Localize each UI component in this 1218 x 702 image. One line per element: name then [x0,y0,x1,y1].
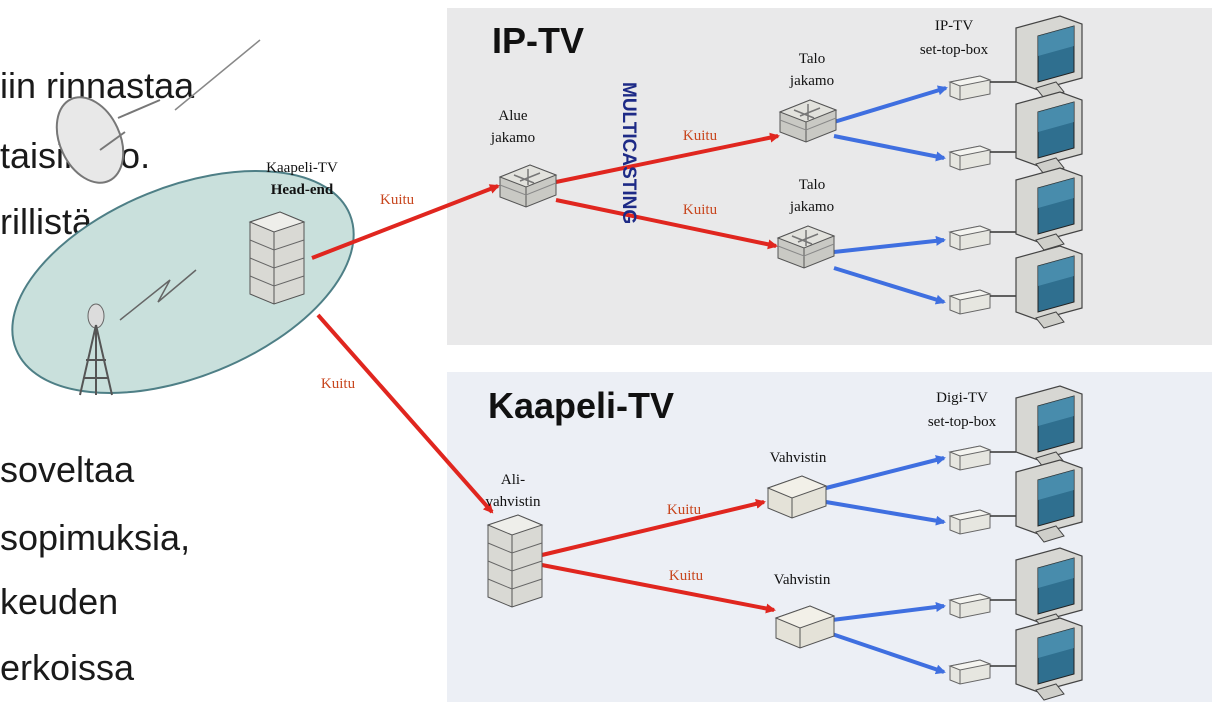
iptv-set-top-box-3-icon [949,225,991,251]
headend-label-line-2: Head-end [271,182,334,198]
kuitu-label-ali-vahvistin1: Kuitu [667,502,702,518]
vahvistin-1-icon [767,475,827,519]
link-alue-talo1 [555,132,780,184]
link-talo2-stb3 [833,235,946,254]
digitv-set-top-box-1-icon [949,445,991,471]
satellite-beam-icon [174,39,261,111]
iptv-set-top-box-1-icon [949,75,991,101]
link-headend-alue [311,184,500,260]
slide-text-line-7: erkoissa [0,647,135,688]
headend-label-line-1: Kaapeli-TV [266,160,338,176]
link-vahvistin1-stb2 [825,500,946,526]
vahvistin-1-label: Vahvistin [770,450,827,466]
ali-vahvistin-icon [487,514,543,608]
digitv-set-top-box-3-icon [949,593,991,619]
digitv-tv-monitor-1-icon [1015,385,1083,469]
iptv-tv-monitor-3-icon [1015,167,1083,251]
radio-tower-icon [79,303,113,396]
iptv-tv-monitor-2-icon [1015,91,1083,175]
talo-jakamo-1-label-line-2: jakamo [789,73,834,89]
iptv-stb-label-line-2: set-top-box [920,42,989,58]
link-alue-talo2 [555,198,778,250]
slide-text-line-1: iin rinnastaa [0,65,195,106]
radio-signal-icon [119,269,197,321]
digitv-set-top-box-2-icon [949,509,991,535]
iptv-tv-monitor-1-icon [1015,15,1083,99]
iptv-tv-monitor-4-icon [1015,245,1083,329]
link-talo2-stb4 [833,266,946,305]
headend-server-icon [249,211,305,305]
link-talo1-stb2 [833,134,946,162]
vahvistin-2-label: Vahvistin [774,572,831,588]
iptv-set-top-box-4-icon [949,289,991,315]
satellite-dish-icon [55,96,161,184]
kuitu-label-alue-talo1: Kuitu [683,128,718,144]
kuitu-label-headend-alue: Kuitu [380,192,415,208]
talo-jakamo-2-switch-icon [777,225,835,269]
kuitu-label-headend-ali: Kuitu [321,376,356,392]
multicasting-label: MULTICASTING [618,82,639,224]
kuitu-label-ali-vahvistin2: Kuitu [669,568,704,584]
ali-vahvistin-label-line-2: vahvistin [486,494,541,510]
link-vahvistin2-stb4 [831,632,946,675]
talo-jakamo-2-label-line-2: jakamo [789,199,834,215]
ali-vahvistin-label-line-1: Ali- [501,472,525,488]
alue-jakamo-label-line-2: jakamo [490,130,535,146]
digitv-tv-monitor-4-icon [1015,617,1083,701]
digitv-stb-label-line-1: Digi-TV [936,390,988,406]
digitv-set-top-box-4-icon [949,659,991,685]
cable-tv-title: Kaapeli-TV [488,385,675,426]
link-ali-vahvistin1 [541,498,766,557]
digitv-stb-label-line-2: set-top-box [928,414,997,430]
slide-text-line-5: sopimuksia, [0,517,191,558]
link-talo1-stb1 [833,85,948,124]
alue-jakamo-switch-icon [499,164,557,208]
link-vahvistin2-stb3 [831,602,946,622]
slide-text-line-4: soveltaa [0,449,135,490]
kuitu-label-alue-talo2: Kuitu [683,202,718,218]
digitv-tv-monitor-3-icon [1015,547,1083,631]
talo-jakamo-1-switch-icon [779,99,837,143]
stb-monitor-cables [990,81,1016,667]
vahvistin-2-icon [775,605,835,649]
iptv-set-top-box-2-icon [949,145,991,171]
cable-tv-panel [447,372,1212,702]
link-headend-ali [316,313,494,514]
link-vahvistin1-stb1 [825,455,946,490]
talo-jakamo-2-label-line-1: Talo [799,177,825,193]
talo-jakamo-1-label-line-1: Talo [799,51,825,67]
digitv-tv-monitor-2-icon [1015,459,1083,543]
alue-jakamo-label-line-1: Alue [498,108,528,124]
slide-text-line-6: keuden [0,581,119,622]
link-ali-vahvistin2 [541,563,776,614]
ip-tv-title: IP-TV [492,20,585,61]
iptv-stb-label-line-1: IP-TV [935,18,973,34]
